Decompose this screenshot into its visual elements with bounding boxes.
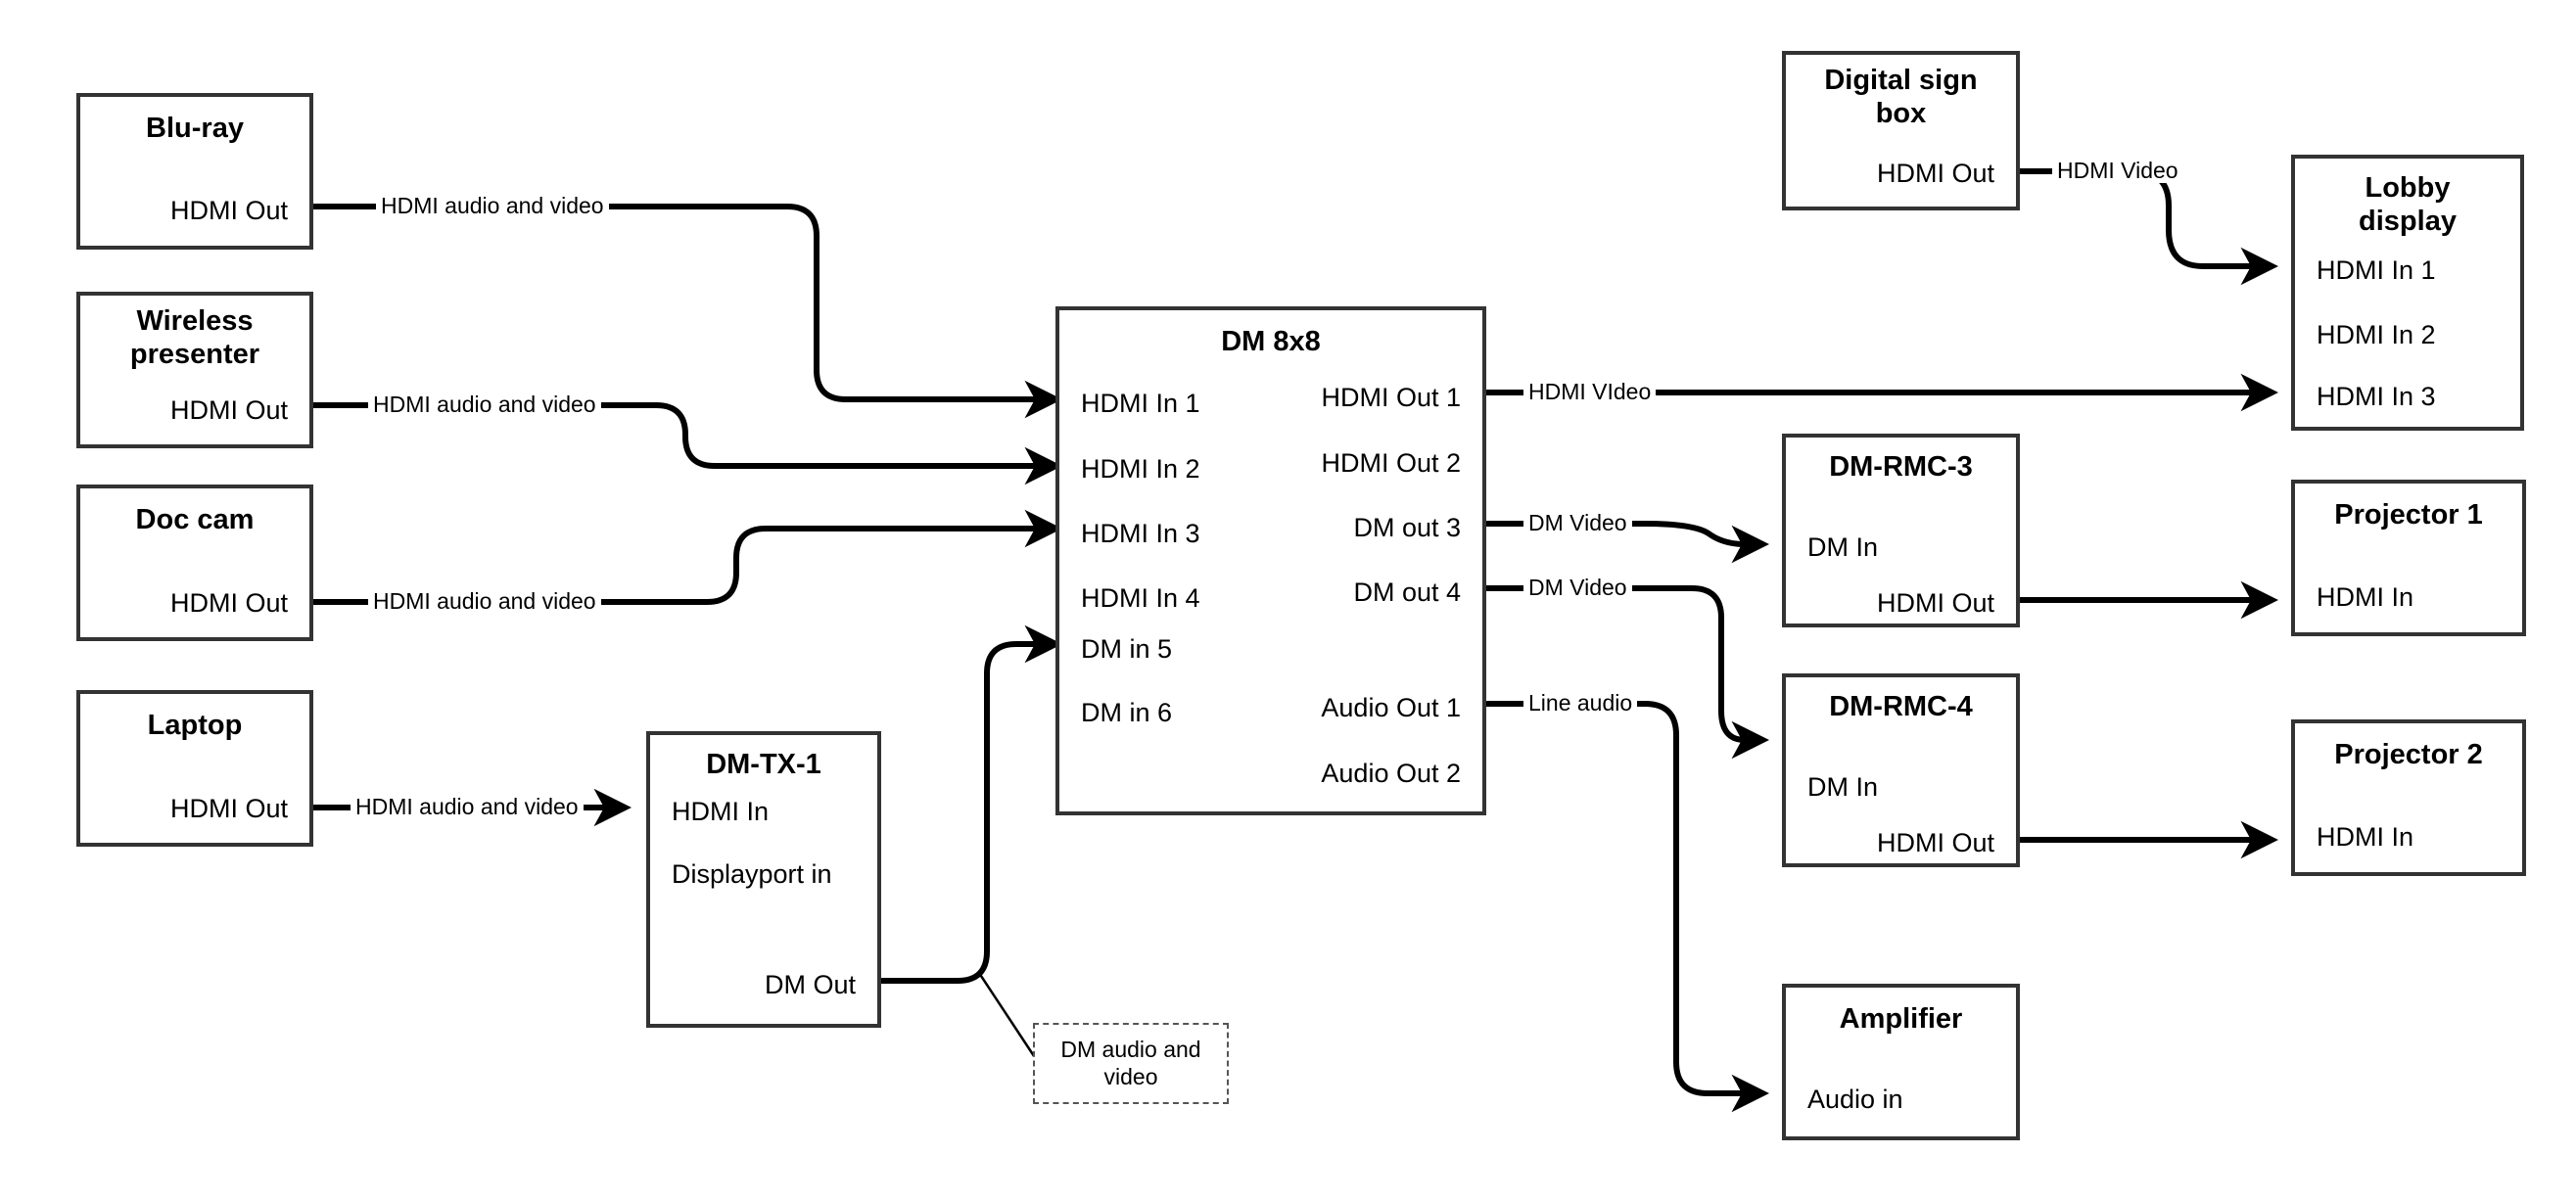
laptop-title: Laptop <box>147 710 243 741</box>
projector-2-port-hdmi-in: HDMI In <box>2317 822 2414 852</box>
wire-bluray-to-dm8x8 <box>313 204 1062 419</box>
wireless-presenter-port-hdmi-out: HDMI Out <box>169 395 288 425</box>
dm-8x8-output-audio-out-2: Audio Out 2 <box>1321 759 1461 788</box>
digital-sign-box-port-hdmi-out: HDMI Out <box>1876 159 1994 188</box>
dm-8x8-title: DM 8x8 <box>1221 326 1321 357</box>
dm-8x8-output-hdmi-out-1: HDMI Out 1 <box>1321 383 1461 412</box>
dm-tx-1-title: DM-TX-1 <box>706 749 821 780</box>
lobby-display-title-line2: display <box>2359 206 2457 237</box>
wire-dmtx1-to-dm8x8 <box>881 624 1062 984</box>
projector-1-title: Projector 1 <box>2334 499 2483 531</box>
device-digital-sign-box[interactable]: Digital sign box HDMI Out <box>1782 51 2020 210</box>
device-dm-tx-1[interactable]: DM-TX-1 HDMI In Displayport in DM Out <box>646 731 881 1028</box>
device-projector-1[interactable]: Projector 1 HDMI In <box>2291 480 2526 636</box>
dm-8x8-input-hdmi-in-2: HDMI In 2 <box>1081 454 1200 484</box>
dm-8x8-output-dm-out-3: DM out 3 <box>1353 513 1461 542</box>
dm-8x8-input-dm-in-6: DM in 6 <box>1081 698 1173 727</box>
device-dm-8x8-body[interactable]: DM 8x8 HDMI In 1 HDMI In 2 HDMI In 3 HDM… <box>1055 306 1486 815</box>
bluray-port-hdmi-out: HDMI Out <box>169 196 288 225</box>
wire-dm8x8-audio1-to-amplifier <box>1486 701 1769 1113</box>
wireless-presenter-title-line1: Wireless <box>136 305 254 337</box>
dm-rmc-3-title: DM-RMC-3 <box>1829 451 1973 483</box>
device-bluray[interactable]: Blu-ray HDMI Out <box>76 93 313 250</box>
lobby-display-title-line1: Lobby <box>2365 172 2451 204</box>
dm-8x8-output-dm-out-4: DM out 4 <box>1353 577 1461 607</box>
wire-label-dm8x8-out4-to-rmc4: DM Video <box>1523 575 1632 601</box>
wire-label-sign-to-lobby: HDMI Video <box>2052 158 2183 184</box>
dm-8x8-output-audio-out-1: Audio Out 1 <box>1321 693 1461 722</box>
callout-leader-line <box>977 972 1042 1066</box>
dm-rmc-4-title: DM-RMC-4 <box>1829 691 1973 722</box>
dm-rmc-4-port-hdmi-out: HDMI Out <box>1876 828 1994 857</box>
device-amplifier[interactable]: Amplifier Audio in <box>1782 984 2020 1140</box>
projector-1-port-hdmi-in: HDMI In <box>2317 582 2414 612</box>
dm-tx-1-port-displayport-in: Displayport in <box>672 859 832 889</box>
wire-label-wireless-to-dm8x8: HDMI audio and video <box>368 392 601 418</box>
laptop-port-hdmi-out: HDMI Out <box>169 794 288 823</box>
wire-dm8x8-out4-to-rmc4 <box>1486 585 1769 760</box>
projector-2-title: Projector 2 <box>2334 739 2483 770</box>
device-wireless-presenter[interactable]: Wireless presenter HDMI Out <box>76 292 313 448</box>
wire-label-audio-out1-to-amplifier: Line audio <box>1523 690 1638 716</box>
digital-sign-box-title-line2: box <box>1875 98 1927 129</box>
device-doc-cam[interactable]: Doc cam HDMI Out <box>76 485 313 641</box>
callout-dm-audio-and-video: DM audio and video <box>1033 1023 1229 1104</box>
dm-8x8-input-hdmi-in-3: HDMI In 3 <box>1081 519 1200 548</box>
wire-label-dm8x8-out1-to-lobby: HDMI VIdeo <box>1523 379 1657 405</box>
doc-cam-title: Doc cam <box>135 504 255 535</box>
dm-rmc-3-port-hdmi-out: HDMI Out <box>1876 588 1994 618</box>
wire-sign-to-lobby <box>2020 168 2278 286</box>
wireless-presenter-title-line2: presenter <box>129 339 260 370</box>
wire-label-laptop-to-dmtx1: HDMI audio and video <box>351 794 584 820</box>
wire-label-dm8x8-out3-to-rmc3: DM Video <box>1523 510 1632 536</box>
dm-8x8-input-dm-in-5: DM in 5 <box>1081 634 1173 664</box>
lobby-display-port-hdmi-in-2: HDMI In 2 <box>2317 320 2436 349</box>
wire-label-bluray-to-dm8x8: HDMI audio and video <box>376 193 609 219</box>
dm-tx-1-port-dm-out: DM Out <box>764 970 856 999</box>
amplifier-title: Amplifier <box>1839 1003 1963 1035</box>
device-lobby-display[interactable]: Lobby display HDMI In 1 HDMI In 2 HDMI I… <box>2291 155 2524 431</box>
device-projector-2[interactable]: Projector 2 HDMI In <box>2291 719 2526 876</box>
device-dm-rmc-3[interactable]: DM-RMC-3 DM In HDMI Out <box>1782 434 2020 627</box>
wire-label-doccam-to-dm8x8: HDMI audio and video <box>368 588 601 615</box>
dm-tx-1-port-hdmi-in: HDMI In <box>672 797 770 826</box>
amplifier-port-audio-in: Audio in <box>1807 1085 1903 1114</box>
digital-sign-box-title-line1: Digital sign <box>1824 65 1978 96</box>
lobby-display-port-hdmi-in-1: HDMI In 1 <box>2317 255 2436 285</box>
device-laptop[interactable]: Laptop HDMI Out <box>76 690 313 847</box>
doc-cam-port-hdmi-out: HDMI Out <box>169 588 288 618</box>
device-dm-rmc-4[interactable]: DM-RMC-4 DM In HDMI Out <box>1782 673 2020 867</box>
dm-rmc-3-port-dm-in: DM In <box>1807 532 1879 562</box>
dm-8x8-output-hdmi-out-2: HDMI Out 2 <box>1321 448 1461 478</box>
bluray-title: Blu-ray <box>146 113 244 144</box>
dm-8x8-input-hdmi-in-1: HDMI In 1 <box>1081 389 1200 418</box>
dm-rmc-4-port-dm-in: DM In <box>1807 772 1879 802</box>
dm-8x8-input-hdmi-in-4: HDMI In 4 <box>1081 583 1200 613</box>
lobby-display-port-hdmi-in-3: HDMI In 3 <box>2317 382 2436 411</box>
